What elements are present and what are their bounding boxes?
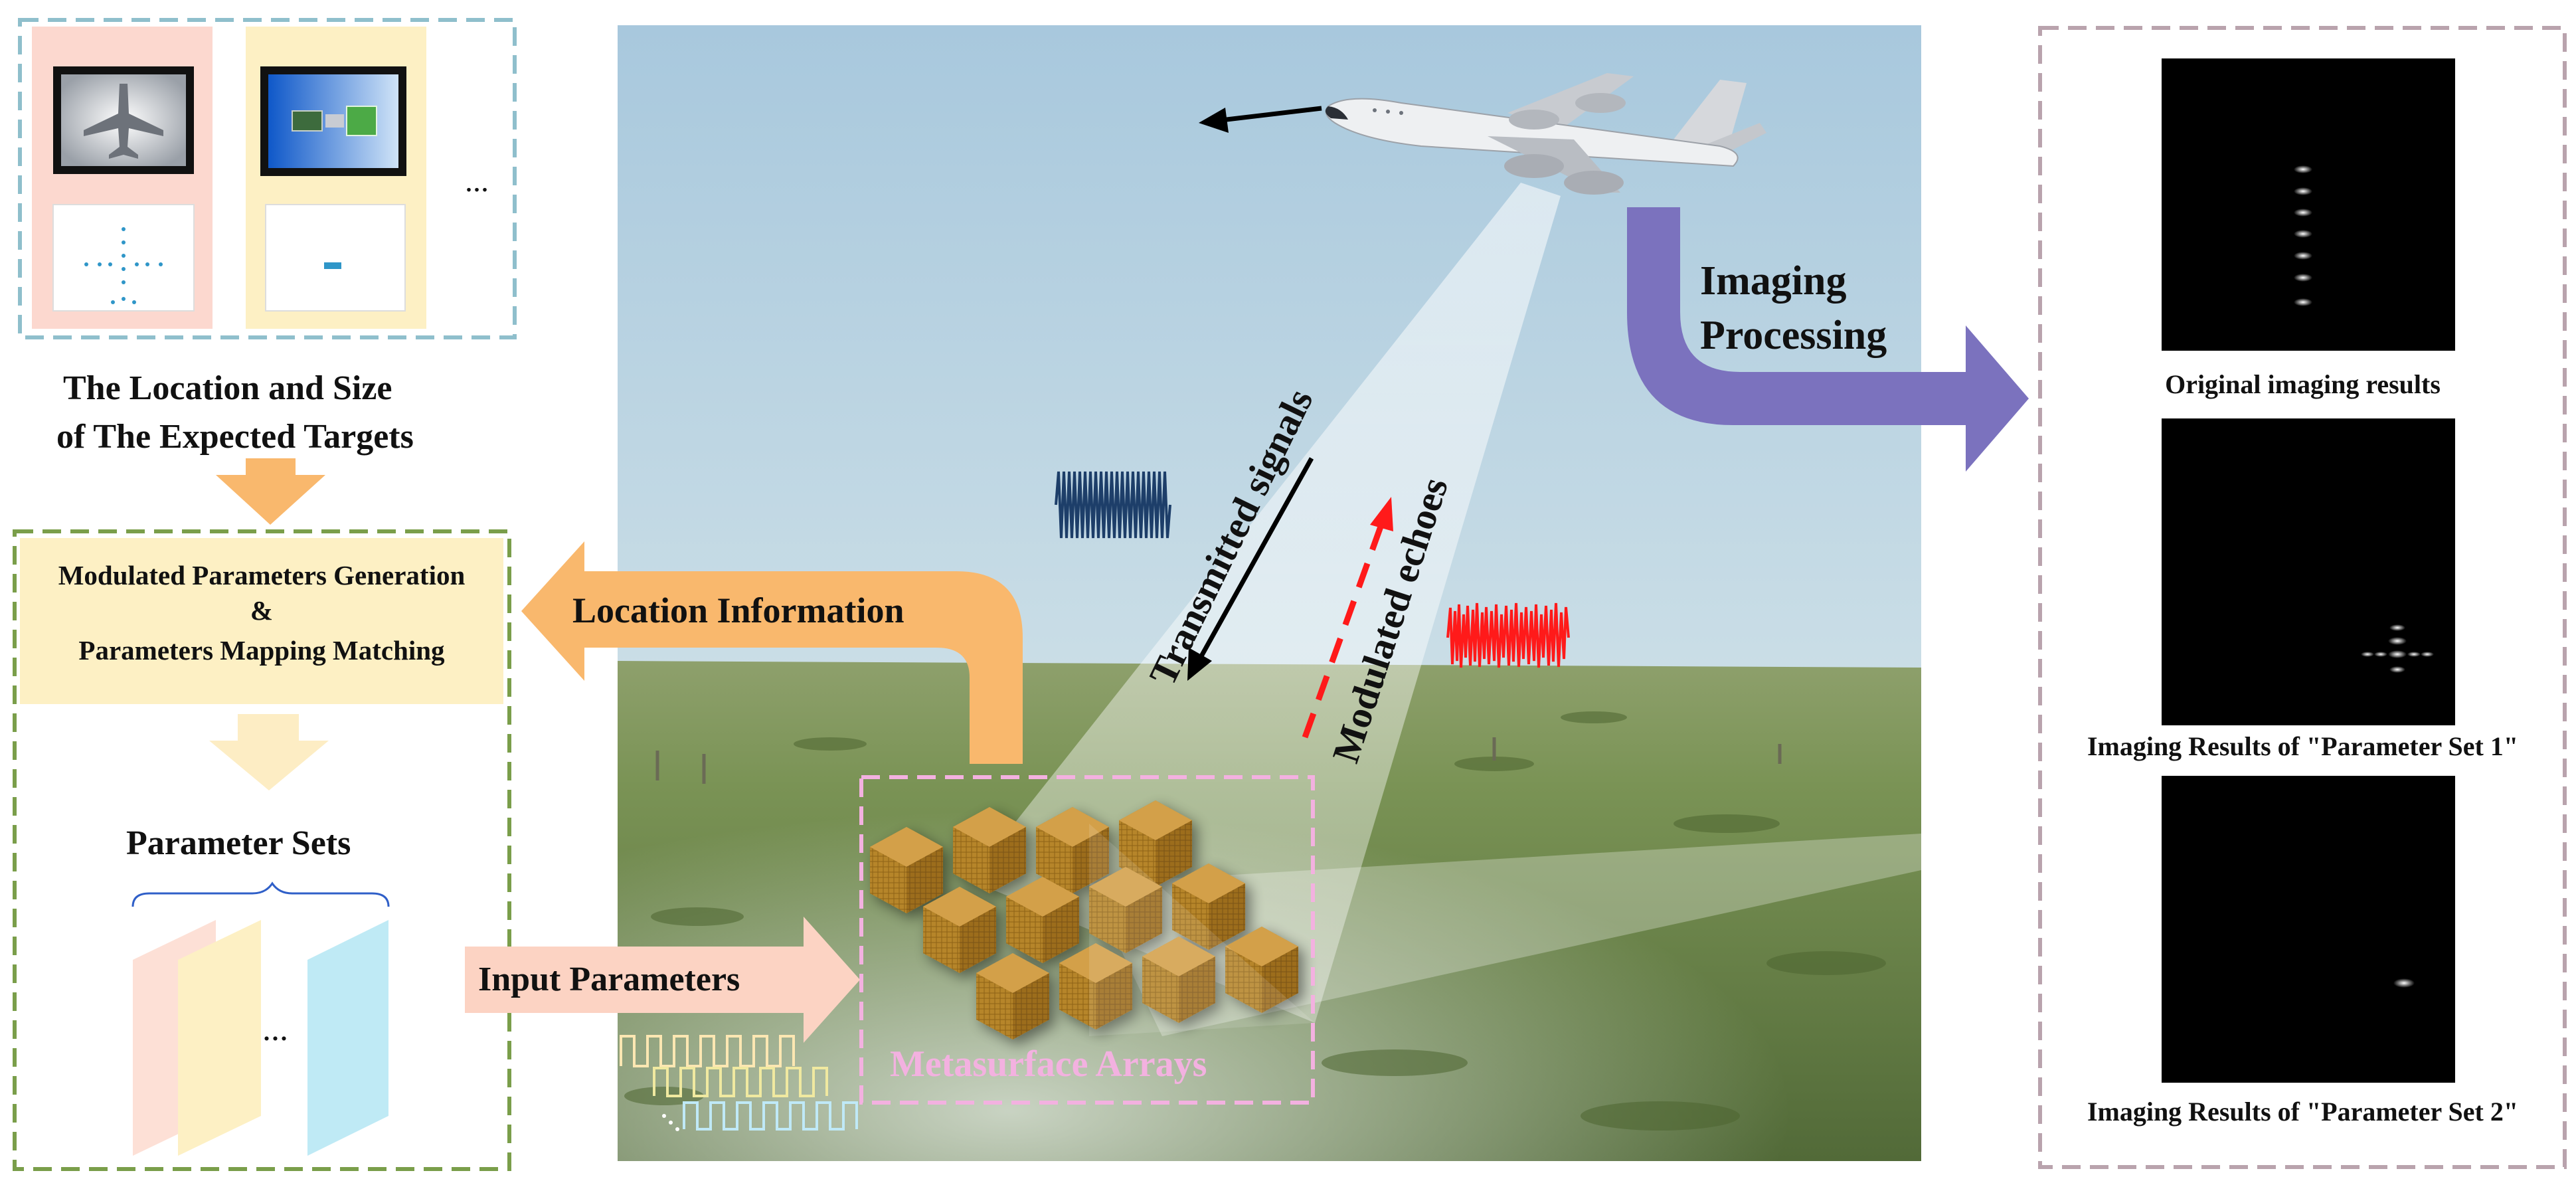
airplane-silhouette-icon — [84, 84, 163, 159]
result-image-original — [2162, 58, 2455, 351]
beam-cone — [970, 183, 1561, 1023]
metasurface-box — [859, 775, 1315, 1105]
result-original-label: Original imaging results — [2165, 369, 2441, 399]
modulated-echo-arrow — [1302, 497, 1393, 739]
input-square-waves — [620, 1035, 858, 1131]
metasurface-arrays-label: Metasurface Arrays — [890, 1044, 1207, 1085]
down-arrow-orange — [216, 458, 325, 525]
result-image-set2 — [2162, 776, 2455, 1083]
targets-ellipsis: ... — [465, 163, 489, 199]
transmitted-signal-arrow — [1187, 457, 1314, 681]
motion-arrow — [1199, 106, 1322, 133]
location-information-label: Location Information — [572, 590, 904, 630]
satellite-scatter-points — [324, 262, 341, 269]
parameter-brace — [131, 881, 390, 907]
result-image-set1 — [2162, 418, 2455, 725]
satellite-icon — [292, 106, 377, 136]
module-line3: Parameters Mapping Matching — [78, 635, 445, 666]
module-line2: & — [250, 595, 274, 626]
result-set2-label: Imaging Results of "Parameter Set 2" — [2087, 1097, 2519, 1127]
parameter-sheet-2 — [178, 920, 261, 1156]
targets-box — [18, 18, 517, 339]
fence-posts — [655, 737, 1782, 784]
location-arrow — [521, 541, 1023, 764]
airplane-icon — [1325, 73, 1766, 195]
parameter-sets-ellipsis: ... — [262, 1010, 288, 1048]
transmit-waveform-icon — [1055, 471, 1171, 539]
set2-scatter-dot — [2393, 978, 2415, 988]
parameter-module-card — [20, 538, 503, 704]
result-set1-label: Imaging Results of "Parameter Set 1" — [2087, 731, 2519, 761]
original-scatter-dots — [2294, 165, 2312, 306]
metasurface-cells — [870, 800, 1298, 1040]
airplane-scatter-points — [84, 227, 163, 304]
imaging-processing-line1: Imaging — [1700, 258, 1847, 304]
echo-waveform-icon — [1446, 602, 1570, 668]
module-line1: Modulated Parameters Generation — [58, 560, 466, 590]
set1-scatter-dots — [2361, 624, 2434, 673]
parameter-sets-label: Parameter Sets — [126, 824, 351, 862]
targets-title-line2: of The Expected Targets — [56, 418, 414, 456]
grass-tufts — [624, 711, 1886, 1131]
results-box — [2038, 26, 2567, 1169]
down-arrow-pale — [209, 714, 329, 790]
imaging-arrow — [1627, 207, 2029, 472]
imaging-processing-line2: Processing — [1700, 313, 1887, 358]
parameter-module-box — [13, 529, 511, 1171]
parameter-sheet-3 — [307, 920, 388, 1156]
targets-title-line1: The Location and Size — [63, 369, 392, 407]
input-arrow — [465, 917, 860, 1043]
input-parameters-label: Input Parameters — [478, 960, 740, 998]
